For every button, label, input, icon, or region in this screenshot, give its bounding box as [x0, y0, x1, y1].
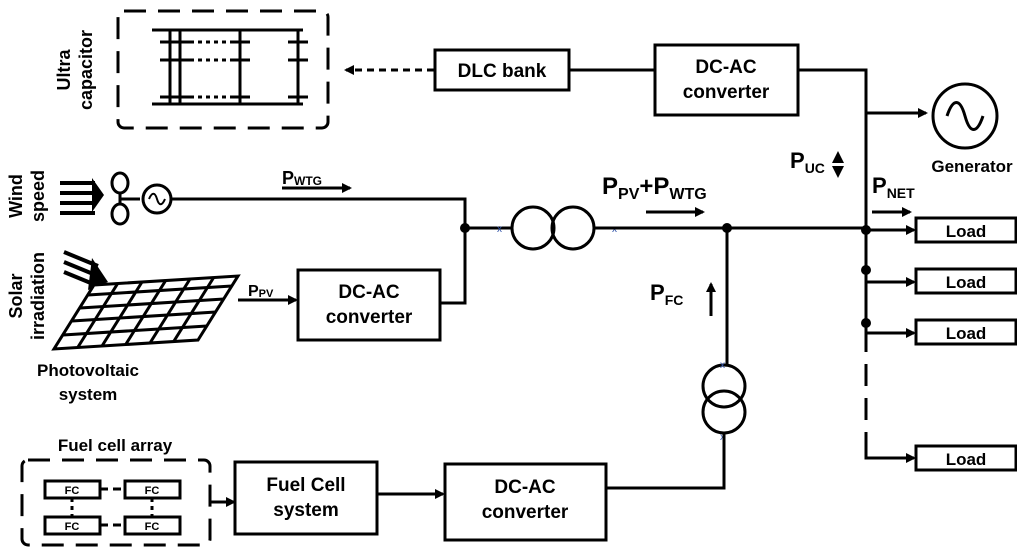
transformer-fc-icon: x x — [701, 360, 747, 443]
fuel-cell-system-box — [233, 460, 379, 536]
dcac-bottom-line1: DC-AC — [494, 477, 555, 498]
p-fc-label: PFC — [650, 280, 683, 308]
wind-arrows-icon — [60, 181, 95, 215]
solar-label-line1: Solar — [6, 273, 26, 318]
dcac-mid-line2: converter — [326, 307, 413, 328]
ultra-capacitor-bank-icon — [152, 28, 308, 106]
load-label-3: Load — [946, 324, 987, 343]
dcac-converter-bottom-block: DC-AC converter — [443, 462, 608, 542]
fuel-cell-array-label: Fuel cell array — [58, 436, 173, 455]
load-label-1: Load — [946, 222, 987, 241]
fuel-cell-system-line1: Fuel Cell — [266, 475, 345, 496]
dcac-converter-top-block: DC-AC converter — [653, 43, 800, 117]
dcac-converter-bottom-box — [443, 462, 608, 542]
fuel-cell-array-block: FC FC FC FC — [20, 458, 212, 547]
pv-system-label-line2: system — [59, 385, 118, 404]
dcac-converter-mid-block: DC-AC converter — [296, 268, 442, 342]
load-box-3 — [914, 318, 1017, 346]
ultra-capacitor-block: Ultra capacitor — [54, 9, 330, 130]
wind-arrowheads-icon — [92, 178, 104, 212]
generator-label: Generator — [931, 157, 1013, 176]
load-label-2: Load — [946, 273, 987, 292]
wind-speed-input: Wind speed — [6, 170, 104, 222]
solar-label-line2: irradiation — [28, 252, 48, 340]
pv-system-label-line1: Photovoltaic — [37, 361, 139, 380]
wind-to-bus-wire — [171, 197, 467, 305]
pv-panel-icon — [51, 274, 241, 351]
dcac-bottom-line2: converter — [482, 502, 569, 523]
dcac-mid-line1: DC-AC — [338, 282, 399, 303]
load-1: Load — [866, 216, 1017, 244]
p-pv-plus-p-wtg-label: PPV+PWTG — [602, 173, 707, 203]
ultra-capacitor-label-line1: Ultra — [54, 49, 74, 91]
sine-wave-icon — [945, 101, 985, 131]
load-4: Load — [864, 444, 1017, 472]
fuel-cell-system-line2: system — [273, 500, 339, 521]
p-wtg-label: PWTG — [282, 168, 322, 188]
svg-text:x: x — [497, 224, 502, 235]
generator-block: Generator — [931, 82, 1013, 176]
load-2: Load — [861, 265, 1017, 295]
fc-cell-label-4: FC — [145, 521, 160, 533]
fc-cell-label-1: FC — [65, 485, 80, 497]
dcac-converter-top-box — [653, 43, 800, 117]
load-box-2 — [914, 267, 1017, 295]
ultra-capacitor-dashed-border — [116, 9, 330, 130]
dcac-converter-mid-box — [296, 268, 442, 342]
load-box-4 — [914, 444, 1017, 472]
svg-text:x: x — [720, 360, 725, 371]
sun-rays-arrowheads-icon — [88, 258, 108, 290]
p-net-label: PNET — [872, 173, 915, 201]
dlc-bank-label: DLC bank — [458, 61, 547, 82]
dcac-top-to-bus-wire — [798, 68, 868, 230]
p-uc-label: PUC — [790, 148, 844, 178]
fc-transformer-to-dcac-wire — [606, 433, 726, 490]
fuel-cell-system-block: Fuel Cell system — [233, 460, 379, 536]
dlc-bank-block: DLC bank — [433, 48, 571, 92]
load-box-1 — [914, 216, 1017, 244]
dcac-top-line2: converter — [683, 82, 770, 103]
p-uc-up-arrow-icon — [832, 151, 844, 163]
load-3: Load — [861, 318, 1017, 346]
solar-irradiation-input: Solar irradiation — [6, 250, 108, 340]
p-pv-small-label: PPV — [248, 283, 274, 300]
fc-cell-label-3: FC — [65, 521, 80, 533]
wind-turbine-icon — [110, 171, 173, 226]
ultra-capacitor-label-line2: capacitor — [76, 30, 96, 110]
load-label-4: Load — [946, 450, 987, 469]
fc-cell-label-2: FC — [145, 485, 160, 497]
wind-label-line1: Wind — [6, 174, 26, 218]
p-uc-down-arrow-icon — [832, 166, 844, 178]
dcac-top-line1: DC-AC — [695, 57, 756, 78]
wind-label-line2: speed — [28, 170, 48, 222]
p-uc-main: PUC — [790, 148, 825, 176]
dlc-bank-box — [433, 48, 571, 92]
junction-dot — [460, 223, 470, 233]
